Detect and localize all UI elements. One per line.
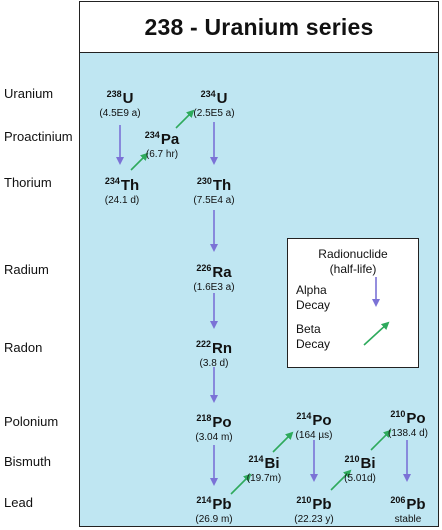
nuclide-half-life: (4.5E9 a) [99,108,141,119]
nuclide-half-life: (3.8 d) [199,358,229,369]
nuclide-mass: 210 [344,454,360,464]
nuclide-half-life: (26.9 m) [195,514,233,525]
diagram-title: 238 - Uranium series [144,13,374,40]
nuclide-half-life: (6.7 hr) [145,149,179,160]
nuclide-238U: 238U (4.5E9 a) [80,86,160,120]
nuclide-half-life: (138.4 d) [387,428,429,439]
nuclide-symbol: Th [212,177,232,194]
nuclide-mass: 234 [200,89,216,99]
nuclide-symbol: Pb [312,496,332,513]
nuclide-mass: 234 [104,176,120,186]
element-label-radium: Radium [4,262,49,277]
legend-title: Radionuclide (half-life) [288,247,418,277]
nuclide-half-life: (2.5E5 a) [193,108,235,119]
nuclide-half-life: (22.23 y) [294,514,334,525]
nuclide-symbol: U [216,90,228,107]
nuclide-half-life: (3.04 m) [195,432,233,443]
nuclide-half-life: (19.7m) [246,473,282,484]
nuclide-mass: 230 [196,176,212,186]
nuclide-symbol: Th [120,177,140,194]
legend-beta-label: Beta Decay [296,322,330,352]
legend-arrows [363,277,390,346]
nuclide-218Po: 218Po (3.04 m) [174,410,254,444]
element-label-proactinium: Proactinium [4,129,73,144]
element-label-polonium: Polonium [4,414,59,429]
nuclide-230Th: 230Th (7.5E4 a) [174,173,254,207]
element-label-bismuth: Bismuth [4,454,51,469]
nuclide-210Bi: 210Bi (5.01d) [320,451,400,485]
nuclide-half-life: (5.01d) [344,473,376,484]
legend-alpha-line2: Decay [296,298,331,312]
nuclide-symbol: Pb [212,496,232,513]
element-label-thorium: Thorium [4,175,52,190]
nuclide-symbol: Bi [264,455,280,472]
legend-box: Radionuclide (half-life) Alpha Decay Bet… [287,238,419,368]
nuclide-half-life: (164 µs) [295,430,333,441]
nuclide-mass: 206 [390,495,406,505]
nuclide-214Pb: 214Pb (26.9 m) [174,492,254,526]
element-label-lead: Lead [4,495,33,510]
nuclide-symbol: Po [312,412,332,429]
nuclide-half-life: (1.6E3 a) [193,282,235,293]
nuclide-mass: 214 [196,495,212,505]
nuclide-symbol: Bi [360,455,376,472]
diagram-header: 238 - Uranium series [79,1,439,53]
nuclide-226Ra: 226Ra (1.6E3 a) [174,260,254,294]
nuclide-symbol: Rn [212,340,233,357]
nuclide-234Th: 234Th (24.1 d) [82,173,162,207]
nuclide-234U: 234U (2.5E5 a) [174,86,254,120]
nuclide-210Pb: 210Pb (22.23 y) [274,492,354,526]
nuclide-symbol: Ra [212,264,232,281]
nuclide-symbol: Po [406,410,426,427]
legend-beta-line2: Decay [296,337,331,351]
nuclide-symbol: Pa [160,131,180,148]
nuclide-mass: 210 [390,409,406,419]
nuclide-234Pa: 234Pa (6.7 hr) [122,127,202,161]
nuclide-half-life: stable [394,514,422,525]
nuclide-214Po: 214Po (164 µs) [274,408,354,442]
nuclide-symbol: U [122,90,134,107]
nuclide-222Rn: 222Rn (3.8 d) [174,336,254,370]
nuclide-mass: 210 [296,495,312,505]
nuclide-mass: 222 [195,339,212,349]
legend-alpha-label: Alpha Decay [296,283,330,313]
nuclide-mass: 238 [106,89,122,99]
nuclide-half-life: (24.1 d) [104,195,140,206]
nuclide-214Bi: 214Bi (19.7m) [224,451,304,485]
legend-title-line1: Radionuclide [318,247,388,261]
nuclide-mass: 214 [296,411,312,421]
element-label-radon: Radon [4,340,43,355]
nuclide-mass: 214 [248,454,264,464]
legend-beta-arrow [363,321,390,346]
nuclide-206Pb: 206Pb stable [368,492,442,526]
legend-title-line2: (half-life) [329,262,377,276]
element-label-uranium: Uranium [4,86,54,101]
nuclide-mass: 218 [196,413,212,423]
nuclide-210Po: 210Po (138.4 d) [368,406,442,440]
nuclide-mass: 226 [196,263,212,273]
legend-alpha-line1: Alpha [296,283,327,297]
nuclide-symbol: Pb [406,496,426,513]
nuclide-half-life: (7.5E4 a) [193,195,235,206]
nuclide-mass: 234 [144,130,160,140]
legend-beta-line1: Beta [296,322,321,336]
nuclide-symbol: Po [212,414,232,431]
